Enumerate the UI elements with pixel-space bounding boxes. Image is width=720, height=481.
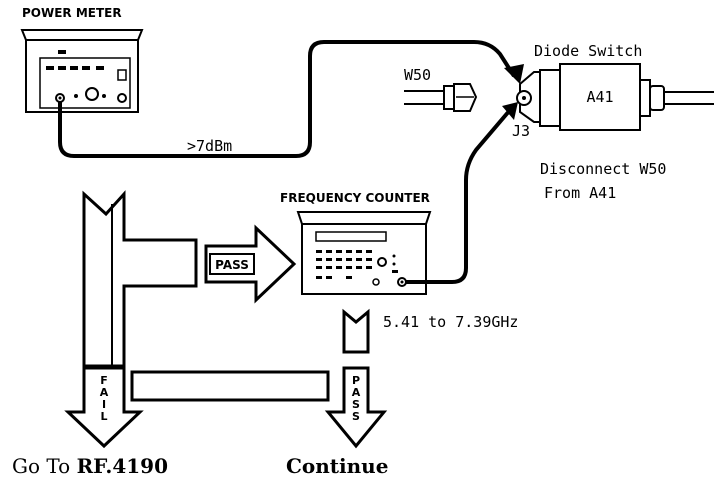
cable-arrowhead-bottom <box>502 102 518 120</box>
fail-letter: F <box>100 374 108 387</box>
power-meter-cable <box>58 40 516 158</box>
power-meter-key <box>70 66 78 70</box>
fail-letter: L <box>100 410 107 423</box>
rear-cable <box>664 91 714 105</box>
power-meter-led <box>74 94 78 98</box>
frequency-counter-knob <box>377 257 387 267</box>
frequency-counter-keypad <box>316 250 372 279</box>
pass-down-arrow <box>324 366 388 449</box>
power-meter: POWER METER <box>20 6 144 113</box>
power-meter-switch <box>117 69 127 81</box>
pass-letter: A <box>352 386 361 399</box>
instruction-line-1: Disconnect W50 <box>540 160 666 178</box>
j3-label: J3 <box>512 122 530 140</box>
frequency-counter-title: FREQUENCY COUNTER <box>280 191 430 205</box>
power-meter-output <box>117 93 127 103</box>
pass-right-label: PASS <box>215 258 249 272</box>
power-meter-key <box>96 66 104 70</box>
diode-switch-body <box>559 63 641 131</box>
pass-letter: S <box>352 398 360 411</box>
power-meter-key <box>46 66 54 70</box>
counter-branch-marker <box>342 308 370 354</box>
power-meter-title: POWER METER <box>22 6 122 20</box>
power-meter-logo <box>58 50 66 54</box>
instruction-line-2: From A41 <box>544 184 616 202</box>
diode-switch: Diode Switch J3 A41 <box>512 42 714 140</box>
cable-arrowhead-top <box>504 64 524 84</box>
power-meter-top <box>20 29 144 41</box>
power-meter-key <box>58 66 66 70</box>
power-meter-knob <box>85 87 99 101</box>
pass-letter: S <box>352 410 360 423</box>
pass-action-text: Continue <box>286 454 388 478</box>
frequency-counter-display <box>315 231 387 242</box>
flow-connector-bar <box>130 370 330 402</box>
fail-action-prefix: Go To <box>12 454 77 478</box>
fail-letter: I <box>102 398 106 411</box>
fail-action-text: Go To RF.4190 <box>12 454 168 478</box>
fail-letter: A <box>100 386 109 399</box>
frequency-counter-cable <box>406 108 512 284</box>
pass-letter: P <box>352 374 360 387</box>
power-meter-led <box>102 94 106 98</box>
fail-down-arrow <box>64 366 144 449</box>
flow-split-shape <box>82 190 198 368</box>
power-meter-key <box>82 66 90 70</box>
fail-action-ref: RF.4190 <box>77 454 168 478</box>
cable-w50-label: W50 <box>404 66 431 84</box>
frequency-counter-top <box>296 211 432 225</box>
cable-level-label: >7dBm <box>187 137 232 155</box>
cable-w50: W50 <box>404 66 478 112</box>
diode-switch-title: Diode Switch <box>534 42 642 60</box>
frequency-range-label: 5.41 to 7.39GHz <box>383 313 518 331</box>
frequency-counter: FREQUENCY COUNTER <box>280 191 432 295</box>
power-meter-panel <box>39 57 131 109</box>
diode-switch-label: A41 <box>586 88 613 106</box>
